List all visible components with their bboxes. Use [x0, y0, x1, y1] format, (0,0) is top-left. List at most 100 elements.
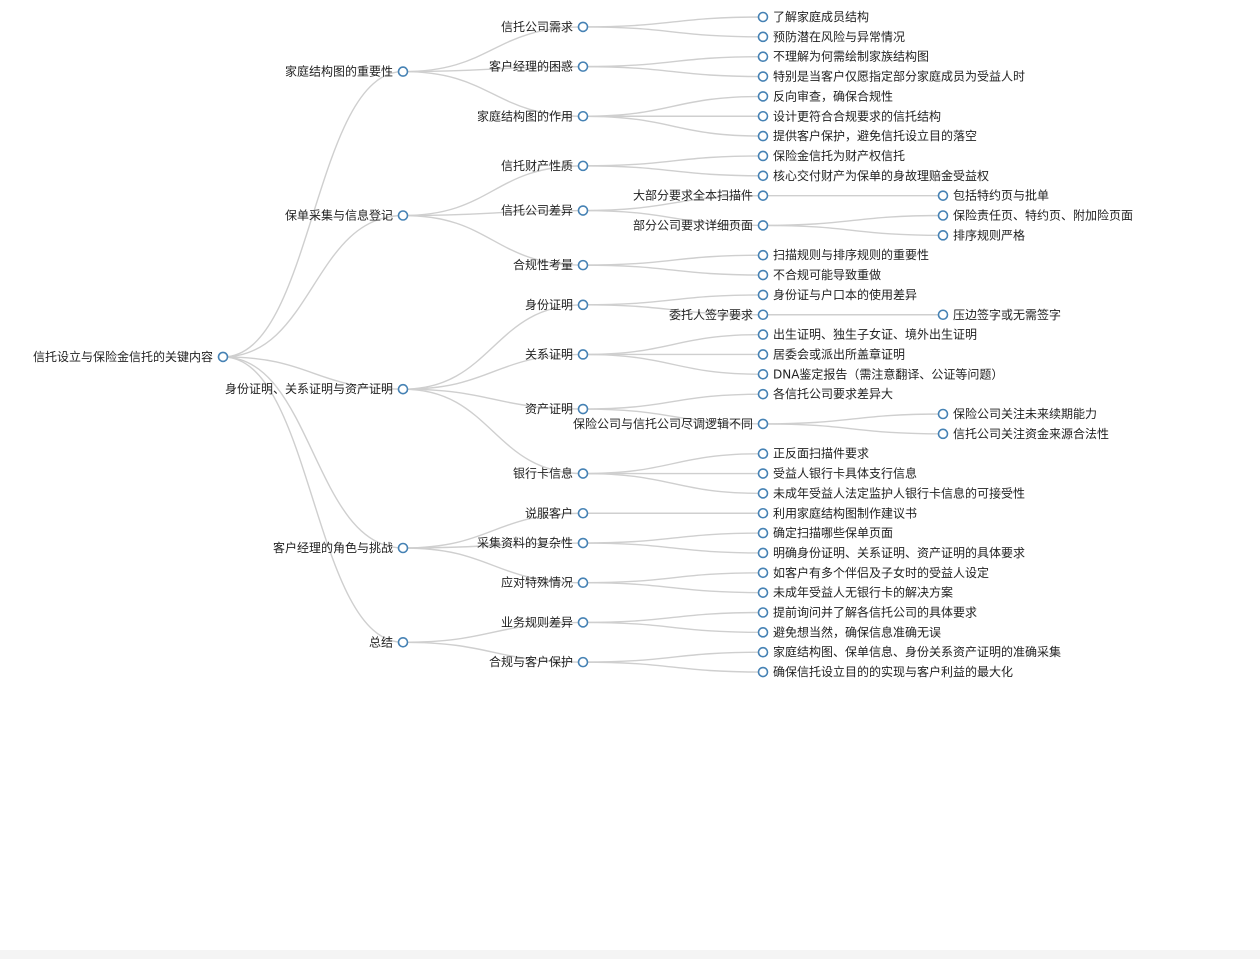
- mindmap-node[interactable]: 提供客户保护，避免信托设立目的落空: [757, 128, 978, 143]
- node-toggle-circle[interactable]: [757, 567, 769, 579]
- node-toggle-circle[interactable]: [757, 31, 769, 43]
- mindmap-node[interactable]: 特别是当客户仅愿指定部分家庭成员为受益人时: [757, 69, 1026, 84]
- mindmap-node[interactable]: 信托财产性质: [501, 159, 589, 173]
- mindmap-node[interactable]: 总结: [369, 635, 409, 649]
- node-toggle-circle[interactable]: [757, 170, 769, 182]
- mindmap-node[interactable]: 各信托公司要求差异大: [757, 386, 894, 401]
- node-toggle-circle[interactable]: [757, 249, 769, 261]
- node-toggle-circle[interactable]: [757, 368, 769, 380]
- node-toggle-circle[interactable]: [757, 468, 769, 479]
- node-toggle-circle[interactable]: [937, 408, 949, 420]
- node-toggle-circle[interactable]: [397, 383, 409, 395]
- mindmap-node[interactable]: 受益人银行卡具体支行信息: [757, 466, 918, 481]
- mindmap-node[interactable]: 不合规可能导致重做: [757, 267, 882, 282]
- mindmap-node[interactable]: 避免想当然，确保信息准确无误: [757, 624, 942, 639]
- root-node[interactable]: 信托设立与保险金信托的关键内容: [33, 349, 229, 364]
- node-toggle-circle[interactable]: [577, 110, 589, 122]
- node-toggle-circle[interactable]: [757, 507, 769, 519]
- mindmap-node[interactable]: 银行卡信息: [513, 466, 589, 481]
- node-toggle-circle[interactable]: [937, 309, 949, 321]
- node-toggle-circle[interactable]: [397, 210, 409, 221]
- node-toggle-circle[interactable]: [757, 607, 769, 618]
- node-toggle-circle[interactable]: [577, 537, 589, 549]
- mindmap-node[interactable]: 身份证与户口本的使用差异: [757, 287, 918, 302]
- mindmap-node[interactable]: 确保信托设立目的的实现与客户利益的最大化: [757, 664, 1014, 679]
- mindmap-node[interactable]: 保险公司关注未来续期能力: [937, 406, 1098, 421]
- mindmap-node[interactable]: 包括特约页与批单: [937, 188, 1050, 203]
- node-toggle-circle[interactable]: [937, 190, 949, 201]
- node-toggle-circle[interactable]: [397, 66, 409, 77]
- node-toggle-circle[interactable]: [757, 587, 769, 598]
- node-toggle-circle[interactable]: [757, 11, 769, 23]
- node-toggle-circle[interactable]: [577, 507, 589, 519]
- node-toggle-circle[interactable]: [577, 299, 589, 311]
- mindmap-node[interactable]: 家庭结构图、保单信息、身份关系资产证明的准确采集: [757, 644, 1062, 659]
- node-toggle-circle[interactable]: [577, 617, 589, 628]
- node-toggle-circle[interactable]: [397, 636, 409, 648]
- mindmap-node[interactable]: 业务规则差异: [501, 614, 589, 629]
- node-toggle-circle[interactable]: [577, 61, 589, 72]
- mindmap-node[interactable]: 居委会或派出所盖章证明: [757, 346, 906, 361]
- node-toggle-circle[interactable]: [577, 21, 589, 33]
- mindmap-node[interactable]: 客户经理的困惑: [489, 59, 589, 74]
- mindmap-node[interactable]: 应对特殊情况: [501, 575, 589, 590]
- node-toggle-circle[interactable]: [757, 130, 769, 142]
- mindmap-node[interactable]: 家庭结构图的重要性: [285, 64, 409, 79]
- node-toggle-circle[interactable]: [937, 230, 949, 241]
- mindmap-node[interactable]: 确定扫描哪些保单页面: [757, 525, 894, 540]
- mindmap-node[interactable]: 大部分要求全本扫描件: [633, 188, 769, 203]
- mindmap-node[interactable]: 身份证明: [525, 297, 589, 312]
- mindmap-node[interactable]: 说服客户: [525, 505, 589, 520]
- mindmap-node[interactable]: 保险金信托为财产权信托: [757, 148, 906, 163]
- node-toggle-circle[interactable]: [577, 259, 589, 271]
- mindmap-node[interactable]: 扫描规则与排序规则的重要性: [757, 247, 930, 262]
- node-toggle-circle[interactable]: [757, 627, 769, 638]
- mindmap-node[interactable]: 预防潜在风险与异常情况: [757, 29, 906, 44]
- mindmap-node[interactable]: 信托公司需求: [501, 20, 589, 34]
- mindmap-node[interactable]: 合规与客户保护: [489, 654, 589, 669]
- mindmap-node[interactable]: 部分公司要求详细页面: [633, 217, 769, 232]
- node-toggle-circle[interactable]: [577, 403, 589, 415]
- node-toggle-circle[interactable]: [757, 448, 769, 460]
- mindmap-node[interactable]: 提前询问并了解各信托公司的具体要求: [757, 605, 978, 620]
- mindmap-node[interactable]: 保险责任页、特约页、附加险页面: [937, 208, 1134, 223]
- mindmap-node[interactable]: 核心交付财产为保单的身故理赔金受益权: [757, 168, 990, 183]
- mindmap-node[interactable]: 设计更符合合规要求的信托结构: [757, 108, 942, 123]
- node-toggle-circle[interactable]: [757, 269, 769, 281]
- node-toggle-circle[interactable]: [577, 349, 589, 360]
- mindmap-node[interactable]: 保险公司与信托公司尽调逻辑不同: [573, 416, 769, 431]
- node-toggle-circle[interactable]: [757, 150, 769, 162]
- mindmap-node[interactable]: 明确身份证明、关系证明、资产证明的具体要求: [757, 545, 1026, 560]
- mindmap-node[interactable]: 压边签字或无需签字: [937, 307, 1062, 322]
- node-toggle-circle[interactable]: [757, 646, 769, 658]
- mindmap-node[interactable]: 未成年受益人无银行卡的解决方案: [757, 585, 954, 600]
- node-toggle-circle[interactable]: [577, 656, 589, 668]
- node-toggle-circle[interactable]: [757, 527, 769, 539]
- mindmap-node[interactable]: 如客户有多个伴侣及子女时的受益人设定: [757, 565, 990, 580]
- node-toggle-circle[interactable]: [577, 468, 589, 479]
- mindmap-node[interactable]: 排序规则严格: [937, 227, 1026, 242]
- mindmap-node[interactable]: 利用家庭结构图制作建议书: [757, 505, 918, 520]
- node-toggle-circle[interactable]: [757, 71, 769, 82]
- mindmap-node[interactable]: 资产证明: [525, 402, 589, 416]
- node-toggle-circle[interactable]: [757, 190, 769, 201]
- mindmap-node[interactable]: 未成年受益人法定监护人银行卡信息的可接受性: [757, 485, 1026, 500]
- node-toggle-circle[interactable]: [397, 542, 409, 554]
- node-toggle-circle[interactable]: [757, 488, 769, 499]
- mindmap-node[interactable]: 正反面扫描件要求: [757, 447, 870, 461]
- mindmap-node[interactable]: 客户经理的角色与挑战: [273, 540, 409, 555]
- node-toggle-circle[interactable]: [757, 388, 769, 400]
- node-toggle-circle[interactable]: [577, 205, 589, 216]
- mindmap-node[interactable]: 信托公司关注资金来源合法性: [937, 426, 1110, 441]
- mindmap-node[interactable]: 出生证明、独生子女证、境外出生证明: [757, 327, 978, 342]
- mindmap-node[interactable]: 委托人签字要求: [669, 307, 769, 322]
- node-toggle-circle[interactable]: [757, 289, 769, 301]
- node-toggle-circle[interactable]: [757, 349, 769, 360]
- mindmap-node[interactable]: 信托公司差异: [501, 204, 589, 218]
- node-toggle-circle[interactable]: [757, 51, 769, 63]
- mindmap-node[interactable]: 合规性考量: [513, 257, 589, 272]
- node-toggle-circle[interactable]: [757, 418, 769, 430]
- node-toggle-circle[interactable]: [217, 351, 229, 363]
- node-toggle-circle[interactable]: [757, 666, 769, 678]
- node-toggle-circle[interactable]: [757, 547, 769, 559]
